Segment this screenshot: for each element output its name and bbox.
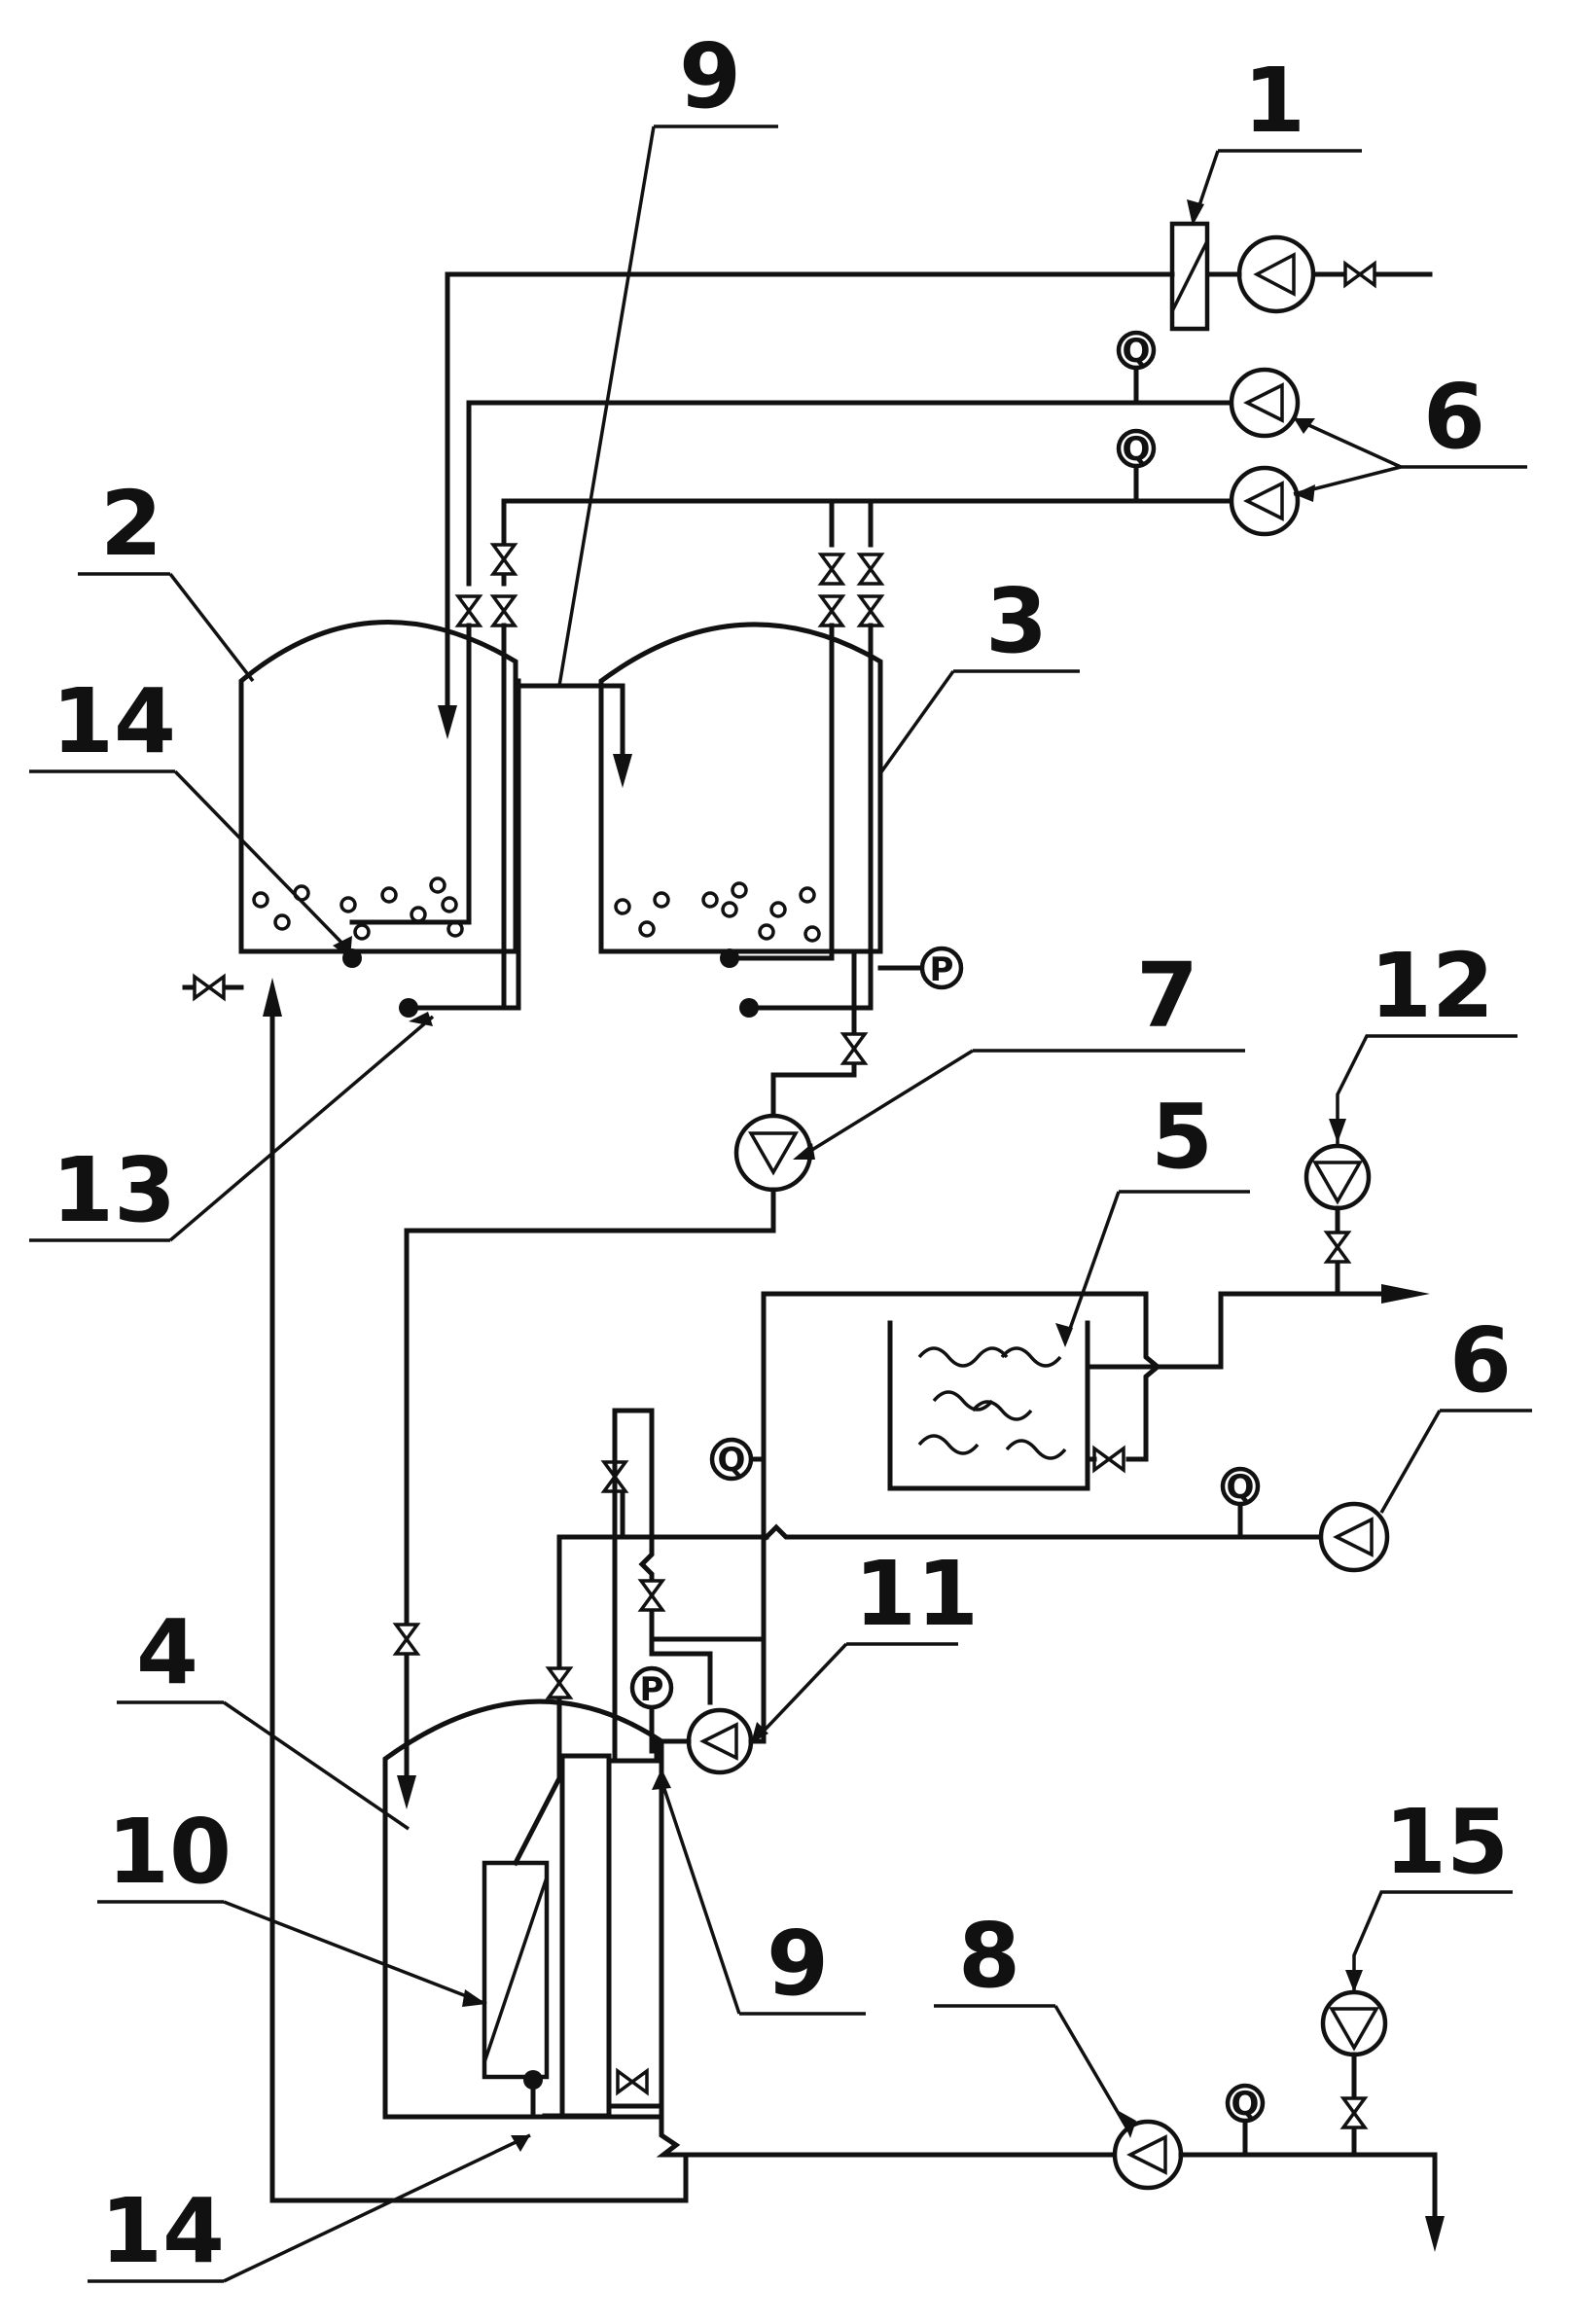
blower-6-lower: Q <box>1220 1409 1532 1573</box>
label-7: 7 <box>1136 944 1198 1048</box>
label-6-top: 6 <box>1423 365 1485 469</box>
drain-valve-tank-2 <box>182 975 244 1000</box>
svg-text:Q: Q <box>718 1441 746 1480</box>
label-3: 3 <box>985 569 1048 673</box>
label-8: 8 <box>958 1904 1020 2008</box>
label-10: 10 <box>107 1800 232 1904</box>
label-14-bottom: 14 <box>100 2179 225 2283</box>
return-line <box>263 978 689 2203</box>
component-labels: 1 9 2 6 3 14 7 12 13 5 6 11 4 15 10 9 8 … <box>52 24 1512 2283</box>
outlet-line-8: Q <box>610 2069 1445 2252</box>
dosing-pump-12 <box>1303 1034 1517 1297</box>
svg-text:P: P <box>930 950 954 989</box>
label-12: 12 <box>1370 934 1494 1038</box>
svg-text:Q: Q <box>1123 332 1151 371</box>
transfer-line-7 <box>394 948 867 1809</box>
liquid-wave-icon <box>917 1346 1009 1368</box>
label-14-top: 14 <box>52 669 176 773</box>
label-2: 2 <box>100 472 162 576</box>
label-9-bottom: 9 <box>767 1912 829 2016</box>
permeate-lines: Q <box>606 1284 1430 1775</box>
label-5: 5 <box>1151 1085 1213 1189</box>
tank-5 <box>887 1320 1090 1491</box>
label-4: 4 <box>136 1600 198 1704</box>
flow-meter-icon <box>1225 2083 1266 2124</box>
svg-text:Q: Q <box>1232 2085 1260 2124</box>
label-11: 11 <box>854 1542 979 1646</box>
flow-meter-icon <box>1220 1466 1261 1507</box>
pressure-gauge-icon <box>629 1665 674 1710</box>
feed-line <box>438 221 1433 739</box>
air-supply-lines: Q Q <box>466 330 1527 587</box>
flow-meter-icon <box>1116 330 1157 371</box>
label-15: 15 <box>1384 1790 1509 1894</box>
tank-3 <box>598 622 883 954</box>
label-1: 1 <box>1243 49 1305 153</box>
label-6-bottom: 6 <box>1449 1308 1512 1412</box>
tank-2 <box>238 620 518 954</box>
flow-meter-icon <box>1116 428 1157 469</box>
svg-text:Q: Q <box>1123 430 1151 469</box>
svg-text:P: P <box>640 1670 664 1709</box>
flow-meter-icon <box>709 1437 754 1482</box>
membrane-module-10 <box>482 1774 563 2080</box>
label-13: 13 <box>52 1138 176 1242</box>
label-9-top: 9 <box>679 24 741 128</box>
tank-4-risers: P <box>523 1408 1326 2120</box>
svg-text:Q: Q <box>1227 1468 1255 1507</box>
aeration-bubbles-tank-3 <box>614 881 821 943</box>
dosing-pump-15 <box>1320 1890 1513 2158</box>
label-leaders <box>29 125 1362 2283</box>
pressure-gauge-icon <box>919 946 964 990</box>
overflow-pipe-9 <box>513 683 632 788</box>
tank-3-air-pipes: P <box>720 498 964 1018</box>
